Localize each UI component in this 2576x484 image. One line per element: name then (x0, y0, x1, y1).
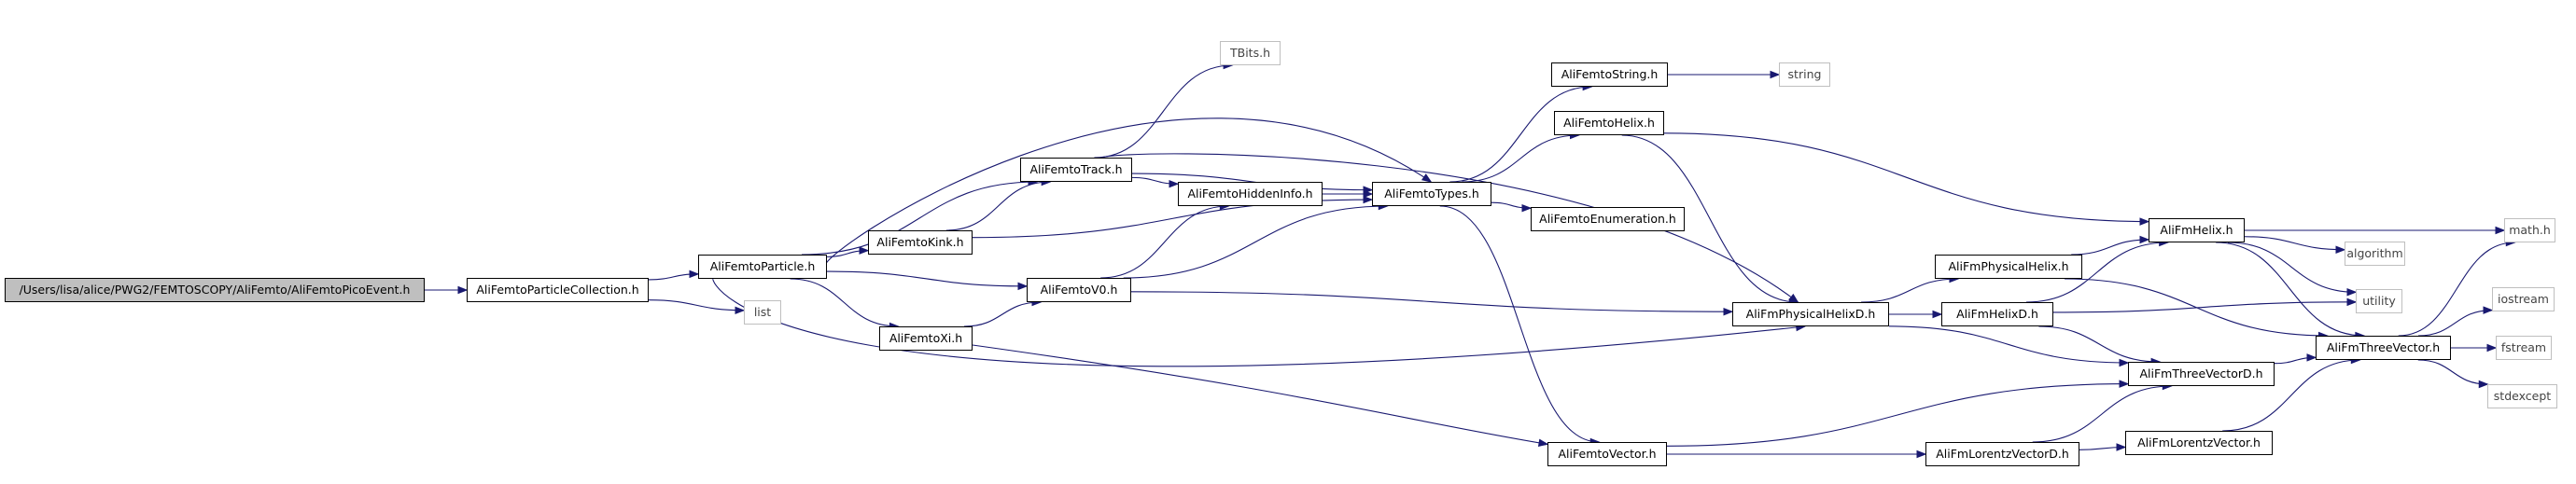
arrowhead-femtoVector-to-threeVectorD (2119, 380, 2130, 388)
arrowhead-helixD-to-utility (2346, 297, 2358, 307)
arrowhead-threeVector-to-stdexcept (2478, 380, 2489, 389)
arrowhead-fmHelix-to-math (2495, 226, 2506, 235)
edge-threeVector-to-iostream (2417, 310, 2493, 337)
arrowhead-fmHelix-to-algorithm (2335, 245, 2346, 254)
edge-fmHelix-to-threeVector (2216, 242, 2364, 337)
arrowhead-femtoHelix-to-fmHelix (2139, 217, 2150, 226)
edge-xi-to-femtoVector (972, 344, 1548, 445)
edge-v0-to-physHelixD (1130, 291, 1733, 312)
node-list: list (744, 300, 781, 325)
edge-physHelixD-to-physHelix (1861, 278, 1958, 303)
node-alifemtoxi[interactable]: AliFemtoXi.h (879, 326, 973, 351)
edge-track-to-tbits (1094, 64, 1233, 159)
arrowhead-femtoString-to-string (1770, 70, 1781, 79)
arrowhead-particle-to-types (1421, 173, 1433, 183)
edge-threeVector-to-stdexcept (2417, 359, 2488, 385)
node-alifemtotypes[interactable]: AliFemtoTypes.h (1372, 182, 1491, 206)
node-alifemtov0[interactable]: AliFemtoV0.h (1027, 278, 1131, 302)
node-iostream: iostream (2492, 287, 2555, 311)
edge-particle-to-v0 (826, 270, 1028, 287)
node-alifemtohelix[interactable]: AliFemtoHelix.h (1554, 111, 1664, 135)
arrowhead-lorentzVectorD-to-lorentzVector (2116, 443, 2127, 451)
edge-track-to-physHelixD (1101, 153, 1799, 303)
edge-xi-to-v0 (963, 301, 1042, 327)
edge-types-to-femtoString (1449, 86, 1592, 183)
edge-types-to-femtoVector (1439, 205, 1600, 443)
edge-particle-to-physHelixD (712, 278, 1805, 367)
node-alifemtotrack[interactable]: AliFemtoTrack.h (1020, 158, 1132, 182)
arrowhead-physHelixD-to-helixD (1932, 310, 1943, 319)
arrowhead-hiddenInfo-to-types (1363, 189, 1374, 199)
node-math: math.h (2504, 218, 2555, 242)
edge-fmHelix-to-utility (2227, 242, 2357, 293)
arrowhead-root-to-particleCollection (457, 285, 469, 295)
edge-physHelix-to-fmHelix (2071, 239, 2149, 256)
node-tbits: TBits.h (1220, 41, 1281, 65)
arrowhead-particleCollection-to-list (735, 306, 746, 315)
node-algorithm: algorithm (2345, 242, 2405, 266)
edge-particleCollection-to-list (648, 299, 745, 311)
node-alifemtokink[interactable]: AliFemtoKink.h (868, 230, 973, 255)
arrowhead-particle-to-kink (859, 246, 870, 255)
edge-lorentzVector-to-threeVector (2222, 359, 2360, 432)
node-utility: utility (2356, 289, 2402, 313)
edge-femtoHelix-to-fmHelix (1663, 132, 2149, 223)
edge-v0-to-hiddenInfo (1100, 205, 1229, 279)
edge-track-to-types (1131, 173, 1373, 191)
arrowhead-kink-to-types (1363, 195, 1374, 204)
arrowhead-threeVectorD-to-threeVector (2306, 353, 2317, 362)
arrowhead-xi-to-femtoVector (1537, 438, 1549, 447)
edge-fmHelix-to-algorithm (2244, 236, 2345, 251)
node-alifmlorentzvector[interactable]: AliFmLorentzVector.h (2125, 431, 2273, 455)
edge-helixD-to-utility (2052, 301, 2357, 313)
node-alifemtostring[interactable]: AliFemtoString.h (1551, 62, 1668, 87)
node-alifmhelixd[interactable]: AliFmHelixD.h (1941, 302, 2053, 326)
edge-femtoVector-to-threeVectorD (1666, 383, 2129, 447)
arrowhead-threeVector-to-fstream (2486, 343, 2498, 353)
edge-particle-to-types (825, 118, 1432, 266)
node-alifemtohiddeninfo[interactable]: AliFemtoHiddenInfo.h (1178, 182, 1323, 206)
arrowhead-physHelixD-to-threeVectorD (2119, 358, 2130, 367)
node-alifmphysicalhelix[interactable]: AliFmPhysicalHelix.h (1935, 255, 2082, 279)
node-alifmphysicalhelixd[interactable]: AliFmPhysicalHelixD.h (1732, 302, 1889, 326)
edge-particle-to-xi (790, 278, 899, 327)
node-alifemtoparticle[interactable]: AliFemtoParticle.h (698, 255, 827, 279)
edge-femtoHelix-to-physHelixD (1621, 134, 1799, 303)
node-stdexcept: stdexcept (2487, 384, 2557, 408)
edge-helixD-to-threeVectorD (2038, 325, 2161, 363)
arrowhead-femtoVector-to-lorentzVectorD (1916, 449, 1927, 459)
edge-particle-to-track (801, 181, 1038, 256)
arrowhead-v0-to-physHelixD (1723, 307, 1734, 316)
node-fstream: fstream (2496, 336, 2552, 360)
arrowhead-track-to-hiddenInfo (1169, 179, 1180, 188)
node-alifemtovector[interactable]: AliFemtoVector.h (1547, 442, 1667, 466)
node-alifemtoparticlecollection[interactable]: AliFemtoParticleCollection.h (467, 278, 649, 302)
edge-physHelixD-to-threeVectorD (1888, 325, 2129, 364)
edge-helixD-to-fmHelix (2025, 242, 2168, 303)
node-alifmhelix[interactable]: AliFmHelix.h (2149, 218, 2245, 242)
arrowhead-particleCollection-to-particle (689, 270, 700, 279)
edge-types-to-femtoHelix (1462, 134, 1579, 183)
node-alifmlorentzvectord[interactable]: AliFmLorentzVectorD.h (1925, 442, 2079, 466)
arrowhead-particle-to-v0 (1017, 282, 1029, 291)
node-root-alifemtopicoevent: /Users/lisa/alice/PWG2/FEMTOSCOPY/AliFem… (5, 278, 425, 302)
edge-v0-to-types (1123, 205, 1388, 279)
arrowhead-threeVector-to-iostream (2483, 306, 2494, 314)
edge-kink-to-track (945, 181, 1051, 231)
edge-lorentzVectorD-to-threeVectorD (2032, 385, 2172, 443)
node-alifemtoenumeration[interactable]: AliFemtoEnumeration.h (1531, 207, 1685, 231)
arrowhead-types-to-enumeration (1521, 203, 1533, 213)
node-string: string (1779, 62, 1830, 87)
node-alifmthreevectord[interactable]: AliFmThreeVectorD.h (2128, 362, 2275, 386)
node-alifmthreevector[interactable]: AliFmThreeVector.h (2316, 336, 2451, 360)
arrowhead-fmHelix-to-utility (2346, 288, 2358, 297)
edge-threeVector-to-math (2398, 242, 2515, 337)
arrowhead-physHelix-to-fmHelix (2139, 235, 2150, 244)
